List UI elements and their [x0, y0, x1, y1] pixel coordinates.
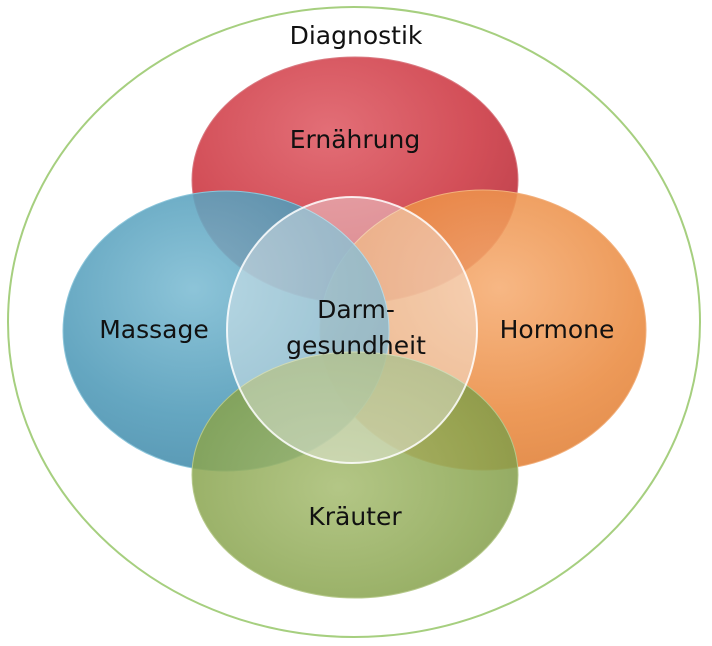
outer-label: Diagnostik — [290, 21, 423, 50]
label-center-line2: gesundheit — [286, 331, 426, 360]
label-ernaehrung: Ernährung — [290, 125, 420, 154]
label-kraeuter: Kräuter — [308, 502, 402, 531]
label-massage: Massage — [99, 315, 209, 344]
label-hormone: Hormone — [500, 315, 615, 344]
circle-darmgesundheit — [226, 196, 478, 464]
circle-kraeuter — [191, 351, 519, 599]
label-center-line1: Darm- — [317, 295, 395, 324]
circle-group — [62, 56, 647, 599]
